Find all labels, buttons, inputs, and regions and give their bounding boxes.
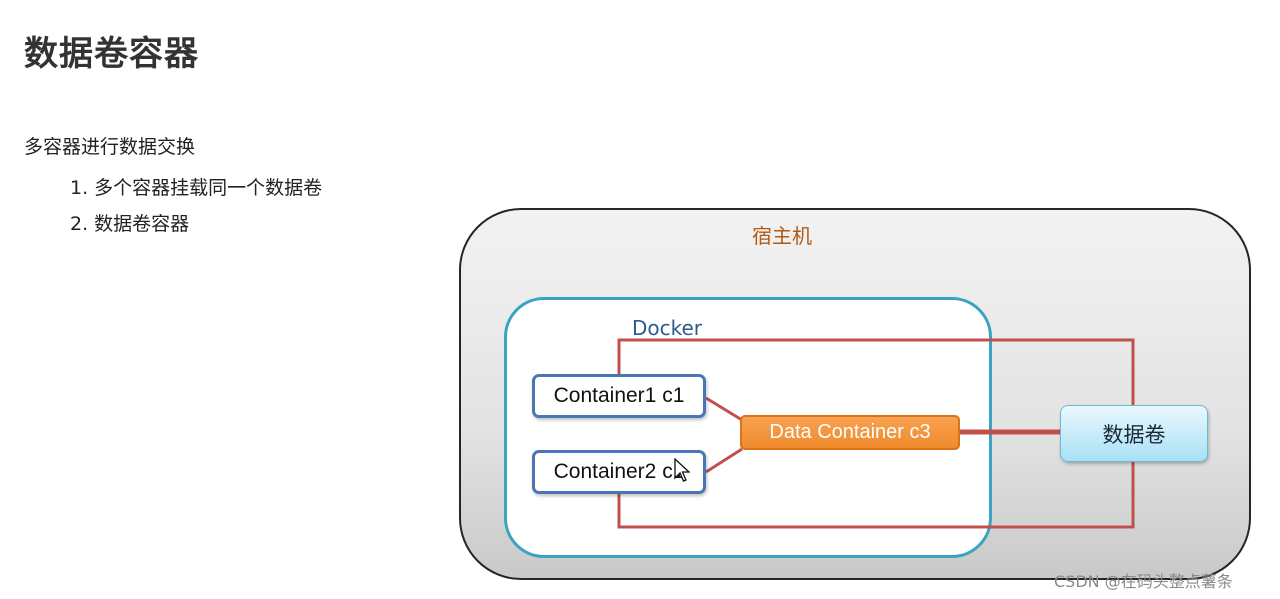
volume-mount-line-bottom: [617, 461, 1135, 529]
bullet-list: 1. 多个容器挂载同一个数据卷 2. 数据卷容器: [70, 170, 322, 242]
mouse-cursor-icon: [674, 458, 690, 482]
container2-box: Container2 c1: [532, 450, 706, 494]
data-container-box: Data Container c3: [740, 415, 960, 450]
data-volume-box: 数据卷: [1060, 405, 1208, 462]
volume-mount-line-top: [617, 338, 1135, 407]
list-item: 1. 多个容器挂载同一个数据卷: [70, 177, 323, 199]
docker-label: Docker: [632, 316, 703, 340]
c2-to-c3-line: [705, 447, 743, 474]
c1-to-c3-line: [705, 396, 743, 422]
container1-box: Container1 c1: [532, 374, 706, 418]
slide-title: 数据卷容器: [24, 34, 199, 74]
intro-text: 多容器进行数据交换: [24, 136, 196, 158]
host-machine-label: 宿主机: [752, 224, 812, 248]
watermark: CSDN @在码头整点薯条: [1054, 572, 1233, 591]
list-item: 2. 数据卷容器: [70, 213, 190, 235]
